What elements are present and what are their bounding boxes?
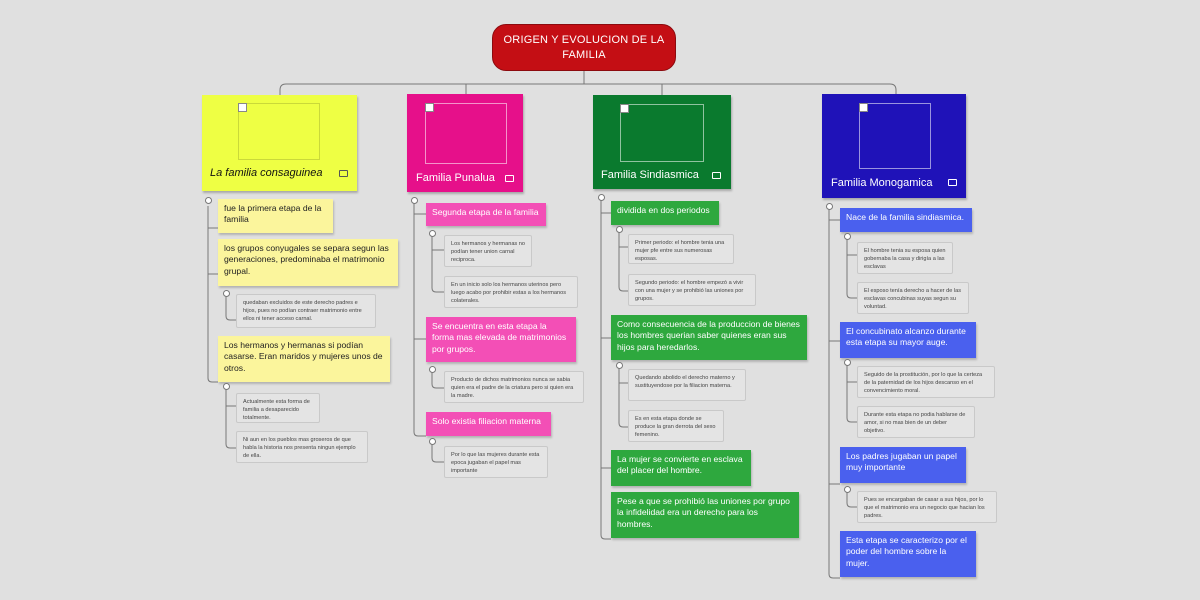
leaf-hermanos-uterinos[interactable]: En un inicio solo los hermanos uterinos … (444, 276, 578, 308)
branch-familia-monogamica[interactable]: Familia Monogamica (822, 94, 966, 198)
branch-familia-sindiasmica[interactable]: Familia Sindiasmica (593, 95, 731, 189)
leaf-segundo-periodo[interactable]: Segundo periodo: el hombre empezó a vivi… (628, 274, 756, 306)
image-placeholder-icon (620, 104, 704, 162)
note-icon (948, 179, 957, 186)
node-grupos-conyugales[interactable]: los grupos conyugales se separa segun la… (218, 239, 398, 286)
leaf-mujeres-papel[interactable]: Por lo que las mujeres durante esta epoc… (444, 446, 548, 478)
node-hermanos-casarse[interactable]: Los hermanos y hermanas si podían casars… (218, 336, 390, 382)
leaf-esposa-casa[interactable]: El hombre tenia su esposa quien gobernab… (857, 242, 953, 274)
leaf-esclavas-concubinas[interactable]: El esposo tenía derecho a hacer de las e… (857, 282, 969, 314)
leaf-casar-hijos[interactable]: Pues se encargaban de casar a sus hijos,… (857, 491, 997, 523)
collapse-toggle[interactable] (826, 203, 833, 210)
note-icon (339, 170, 348, 177)
node-padres-papel[interactable]: Los padres jugaban un papel muy importan… (840, 447, 966, 483)
collapse-toggle[interactable] (411, 197, 418, 204)
collapse-toggle[interactable] (844, 233, 851, 240)
root-topic[interactable]: ORIGEN Y EVOLUCION DE LA FAMILIA (492, 24, 676, 71)
leaf-desaparecido[interactable]: Actualmente esta forma de familia a desa… (236, 393, 320, 423)
branch-title: La familia consaguinea (210, 167, 323, 179)
node-primera-etapa[interactable]: fue la primera etapa de la familia (218, 199, 333, 233)
collapse-toggle[interactable] (598, 194, 605, 201)
collapse-toggle[interactable] (205, 197, 212, 204)
collapse-toggle[interactable] (223, 290, 230, 297)
collapse-toggle[interactable] (223, 383, 230, 390)
leaf-union-carnal[interactable]: Los hermanos y hermanas no podían tener … (444, 235, 532, 267)
node-concubinato[interactable]: El concubinato alcanzo durante esta etap… (840, 322, 976, 358)
node-forma-elevada[interactable]: Se encuentra en esta etapa la forma mas … (426, 317, 576, 362)
node-infidelidad[interactable]: Pese a que se prohibió las uniones por g… (611, 492, 799, 538)
leaf-pueblos-groseros[interactable]: Ni aun en los pueblos mas groseros de qu… (236, 431, 368, 463)
collapse-toggle[interactable] (429, 438, 436, 445)
node-segunda-etapa[interactable]: Segunda etapa de la familia (426, 203, 546, 226)
collapse-toggle[interactable] (429, 230, 436, 237)
collapse-toggle[interactable] (616, 226, 623, 233)
node-produccion-bienes[interactable]: Como consecuencia de la produccion de bi… (611, 315, 807, 360)
node-filiacion-materna[interactable]: Solo existia filiacion materna (426, 412, 551, 436)
leaf-derrota-sexo[interactable]: Es en esta etapa donde se produce la gra… (628, 410, 724, 442)
note-icon (712, 172, 721, 179)
leaf-deber-objetivo[interactable]: Durante esta etapa no podia hablarse de … (857, 406, 975, 438)
image-placeholder-icon (859, 103, 931, 169)
leaf-prostitucion[interactable]: Seguido de la prostitución, por lo que l… (857, 366, 995, 398)
branch-familia-punalua[interactable]: Familia Punalua (407, 94, 523, 192)
collapse-toggle[interactable] (844, 359, 851, 366)
branch-familia-consanguinea[interactable]: La familia consaguinea (202, 95, 357, 191)
node-poder-hombre[interactable]: Esta etapa se caracterizo por el poder d… (840, 531, 976, 577)
branch-title: Familia Punalua (416, 172, 495, 184)
note-icon (505, 175, 514, 182)
collapse-toggle[interactable] (616, 362, 623, 369)
leaf-padre-criatura[interactable]: Producto de dichos matrimonios nunca se … (444, 371, 584, 403)
collapse-toggle[interactable] (429, 366, 436, 373)
node-mujer-esclava[interactable]: La mujer se convierte en esclava del pla… (611, 450, 751, 486)
node-dos-periodos[interactable]: dividida en dos periodos (611, 201, 719, 225)
branch-title: Familia Monogamica (831, 177, 933, 189)
leaf-primer-periodo[interactable]: Primer periodo: el hombre tenia una muje… (628, 234, 734, 264)
leaf-derecho-materno[interactable]: Quedando abolido el derecho materno y su… (628, 369, 746, 401)
root-title: ORIGEN Y EVOLUCION DE LA FAMILIA (503, 34, 665, 61)
image-placeholder-icon (425, 103, 507, 164)
node-nace-sindiasmica[interactable]: Nace de la familia sindiasmica. (840, 208, 972, 232)
image-placeholder-icon (238, 103, 320, 160)
branch-title: Familia Sindiasmica (601, 169, 699, 181)
collapse-toggle[interactable] (844, 486, 851, 493)
leaf-excluidos[interactable]: quedaban excluidos de este derecho padre… (236, 294, 376, 328)
